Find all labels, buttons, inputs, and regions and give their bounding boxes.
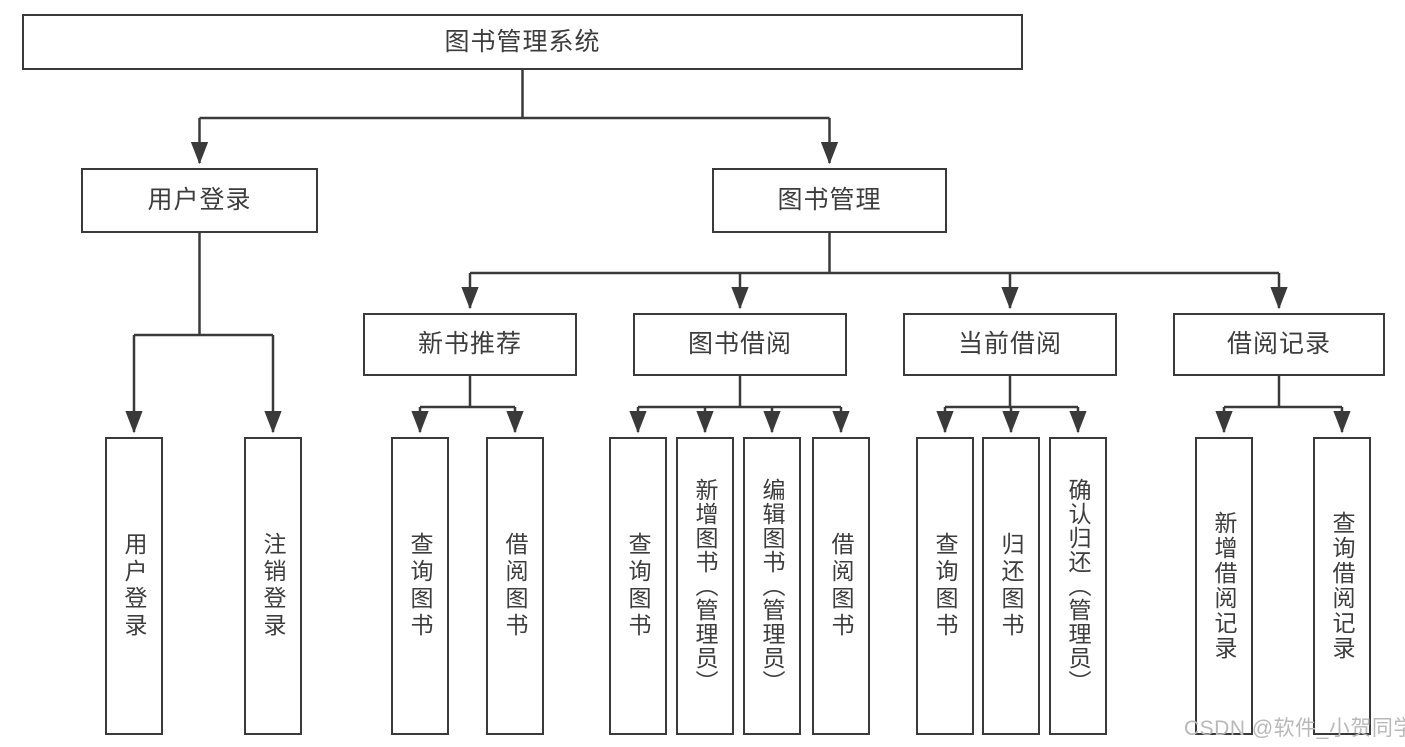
leaf-borrow-borrow-books: 借阅图书	[812, 437, 870, 735]
node-borrow-records: 借阅记录	[1173, 313, 1385, 376]
node-current-borrow: 当前借阅	[903, 313, 1117, 376]
leaf-records-add-record: 新增借阅记录	[1195, 437, 1253, 735]
node-user-login: 用户登录	[81, 168, 318, 233]
leaf-newrec-borrow-books: 借阅图书	[486, 437, 544, 735]
leaf-logout: 注销登录	[244, 437, 302, 735]
leaf-newrec-query-books: 查询图书	[391, 437, 449, 735]
leaf-current-confirm-return-admin: 确认归还（管理员）	[1049, 437, 1107, 735]
leaf-borrow-add-books-admin: 新增图书（管理员）	[676, 437, 734, 735]
leaf-borrow-edit-books-admin: 编辑图书（管理员）	[743, 437, 801, 735]
csdn-watermark: CSDN @软件_小贺同学	[1184, 717, 1405, 740]
leaf-records-query-record: 查询借阅记录	[1313, 437, 1371, 735]
leaf-user-login: 用户登录	[105, 437, 163, 735]
leaf-current-query-books: 查询图书	[916, 437, 974, 735]
node-new-book-recommend: 新书推荐	[363, 313, 577, 376]
node-book-management: 图书管理	[712, 168, 947, 233]
leaf-current-return-books: 归还图书	[982, 437, 1040, 735]
node-root: 图书管理系统	[22, 14, 1023, 70]
leaf-borrow-query-books: 查询图书	[609, 437, 667, 735]
node-book-borrow: 图书借阅	[633, 313, 847, 376]
